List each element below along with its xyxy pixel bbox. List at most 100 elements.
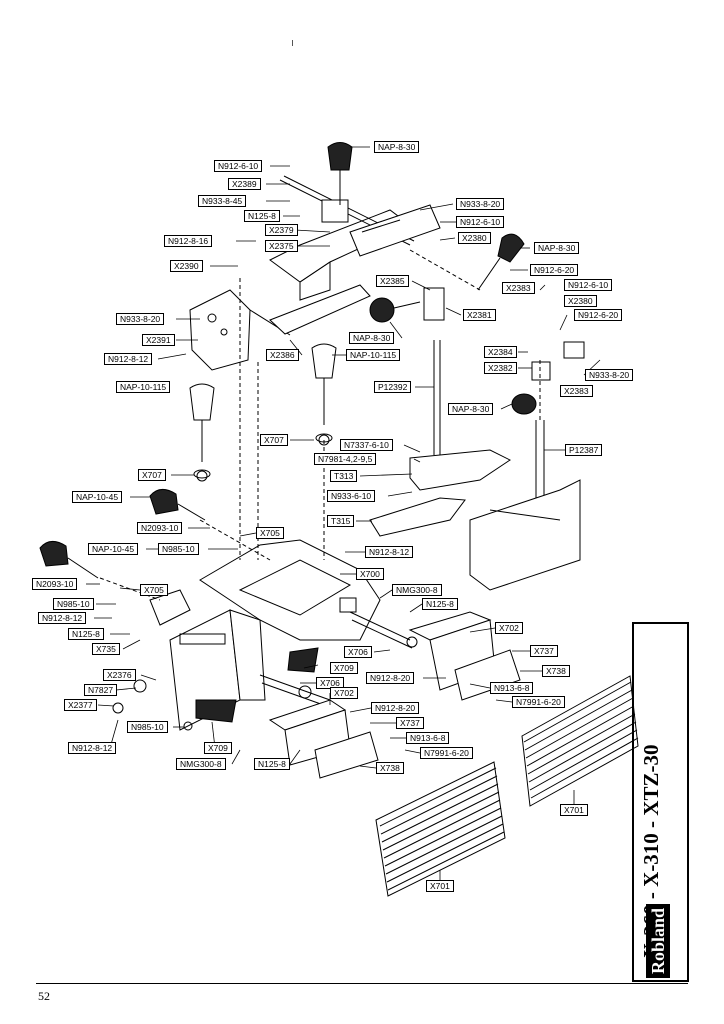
part-label-x706-a: X706 bbox=[344, 646, 372, 658]
knob-nap-8-30-top bbox=[327, 142, 353, 205]
part-label-n912-8-12-c: N912-8-12 bbox=[38, 612, 87, 624]
part-label-n7981: N7981-4,2-9,5 bbox=[314, 453, 377, 465]
part-label-n912-8-12-d: N912-8-12 bbox=[68, 742, 117, 754]
part-label-n912-8-16: N912-8-16 bbox=[164, 235, 213, 247]
main-body-x700 bbox=[149, 539, 381, 731]
knob-nap-8-30-low bbox=[511, 393, 537, 415]
pad-x709-a bbox=[287, 647, 319, 673]
part-label-n125-8-d: N125-8 bbox=[254, 758, 290, 770]
washer-x707-a bbox=[318, 434, 330, 446]
part-label-nap-10-45-a: NAP-10-45 bbox=[72, 491, 123, 503]
part-label-x709-a: X709 bbox=[330, 662, 358, 674]
knob-nap-10-45-a bbox=[149, 489, 206, 521]
part-label-x705-a: X705 bbox=[256, 527, 284, 539]
part-label-x737-a: X737 bbox=[530, 645, 558, 657]
plate-x702-b bbox=[268, 699, 379, 779]
part-label-x2384: X2384 bbox=[484, 346, 517, 358]
part-label-x2382: X2382 bbox=[484, 362, 517, 374]
part-label-nap-10-115-a: NAP-10-115 bbox=[346, 349, 401, 361]
part-label-n7827: N7827 bbox=[84, 684, 118, 696]
part-label-nap-8-30-right: NAP-8-30 bbox=[534, 242, 580, 254]
part-label-n912-8-12-a: N912-8-12 bbox=[104, 353, 153, 365]
washer-x707-b bbox=[196, 470, 208, 482]
part-label-n912-6-20-b: N912-6-20 bbox=[574, 309, 623, 321]
part-label-nap-8-30-low: NAP-8-30 bbox=[448, 403, 494, 415]
part-label-x2380-a: X2380 bbox=[458, 232, 491, 244]
part-label-x2381: X2381 bbox=[463, 309, 496, 321]
part-label-n7337-6-10: N7337-6-10 bbox=[340, 439, 393, 451]
part-label-x2386: X2386 bbox=[266, 349, 299, 361]
guide-bar-assembly bbox=[269, 175, 441, 301]
part-label-n912-8-12-b: N912-8-12 bbox=[365, 546, 414, 558]
part-label-n933-8-20-c: N933-8-20 bbox=[585, 369, 634, 381]
part-label-x706-b: X706 bbox=[316, 677, 344, 689]
part-label-nap-8-30-mid: NAP-8-30 bbox=[349, 332, 395, 344]
washer-x2376 bbox=[133, 679, 147, 693]
nut-n985-10 bbox=[183, 721, 193, 731]
part-label-p12392: P12392 bbox=[374, 381, 412, 393]
profile-x701-b bbox=[521, 675, 639, 807]
part-label-n125-8-c: N125-8 bbox=[68, 628, 104, 640]
part-label-x2379: X2379 bbox=[265, 224, 298, 236]
part-label-x735: X735 bbox=[92, 643, 120, 655]
part-label-x700: X700 bbox=[356, 568, 384, 580]
part-label-x737-b: X737 bbox=[396, 717, 424, 729]
part-label-n125-8-b: N125-8 bbox=[422, 598, 458, 610]
pad-x709-b bbox=[195, 699, 237, 723]
profile-x701-a bbox=[375, 761, 506, 897]
part-label-x738-b: X738 bbox=[376, 762, 404, 774]
part-label-x2375: X2375 bbox=[265, 240, 298, 252]
part-label-nap-10-45-b: NAP-10-45 bbox=[88, 543, 139, 555]
part-label-n933-8-20-a: N933-8-20 bbox=[456, 198, 505, 210]
part-label-n912-8-20-a: N912-8-20 bbox=[366, 672, 415, 684]
part-label-x2389: X2389 bbox=[228, 178, 261, 190]
part-label-n985-10-a: N985-10 bbox=[158, 543, 199, 555]
part-label-x707-a: X707 bbox=[260, 434, 288, 446]
part-label-x702-a: X702 bbox=[495, 622, 523, 634]
part-label-n933-8-20-b: N933-8-20 bbox=[116, 313, 165, 325]
knob-nap-10-45-b bbox=[39, 541, 99, 579]
knob-nap-8-30-right bbox=[477, 233, 525, 291]
part-label-x2391: X2391 bbox=[142, 334, 175, 346]
fence-t313-t315 bbox=[369, 449, 581, 591]
part-label-n912-6-10-a: N912-6-10 bbox=[214, 160, 263, 172]
part-label-n912-6-10-c: N912-6-10 bbox=[564, 279, 613, 291]
page-number: 52 bbox=[38, 989, 50, 1003]
part-label-x705-b: X705 bbox=[140, 584, 168, 596]
part-label-nmg300-8-b: NMG300-8 bbox=[176, 758, 226, 770]
part-label-n912-6-20-a: N912-6-20 bbox=[530, 264, 579, 276]
scan-mark bbox=[292, 40, 293, 46]
left-bracket-x2391 bbox=[189, 284, 371, 371]
part-label-n7991-6-20-a: N7991-6-20 bbox=[512, 696, 565, 708]
part-label-x738-a: X738 bbox=[542, 665, 570, 677]
plate-x702-a bbox=[408, 611, 521, 701]
part-label-x709-b: X709 bbox=[204, 742, 232, 754]
part-label-x2380-b: X2380 bbox=[564, 295, 597, 307]
footer-rule bbox=[36, 983, 688, 984]
part-label-t315: T315 bbox=[327, 515, 355, 527]
part-label-n125-8-a: N125-8 bbox=[244, 210, 280, 222]
part-label-x2383-b: X2383 bbox=[560, 385, 593, 397]
part-label-x2377: X2377 bbox=[64, 699, 97, 711]
clamp-x2381 bbox=[423, 287, 445, 455]
part-label-n985-10-b: N985-10 bbox=[53, 598, 94, 610]
shaft-x706-a bbox=[349, 611, 418, 649]
part-label-x707-b: X707 bbox=[138, 469, 166, 481]
title-panel bbox=[632, 622, 689, 982]
part-label-n913-6-8-b: N913-6-8 bbox=[406, 732, 450, 744]
washer-x2377 bbox=[112, 702, 124, 714]
part-label-n912-8-20-b: N912-8-20 bbox=[371, 702, 420, 714]
part-label-x2383-a: X2383 bbox=[502, 282, 535, 294]
knob-nap-10-115-b bbox=[189, 383, 215, 479]
part-label-n7991-6-20-b: N7991-6-20 bbox=[420, 747, 473, 759]
part-label-x2390: X2390 bbox=[170, 260, 203, 272]
brand-logo: Robland bbox=[646, 903, 670, 978]
part-label-n2093-10-b: N2093-10 bbox=[32, 578, 78, 590]
part-label-x701-a: X701 bbox=[426, 880, 454, 892]
part-label-nap-10-115-b: NAP-10-115 bbox=[116, 381, 171, 393]
part-label-n912-6-10-b: N912-6-10 bbox=[456, 216, 505, 228]
part-label-nap-8-30-top: NAP-8-30 bbox=[374, 141, 420, 153]
part-label-x2376: X2376 bbox=[103, 669, 136, 681]
part-label-nmg300-8-a: NMG300-8 bbox=[392, 584, 442, 596]
